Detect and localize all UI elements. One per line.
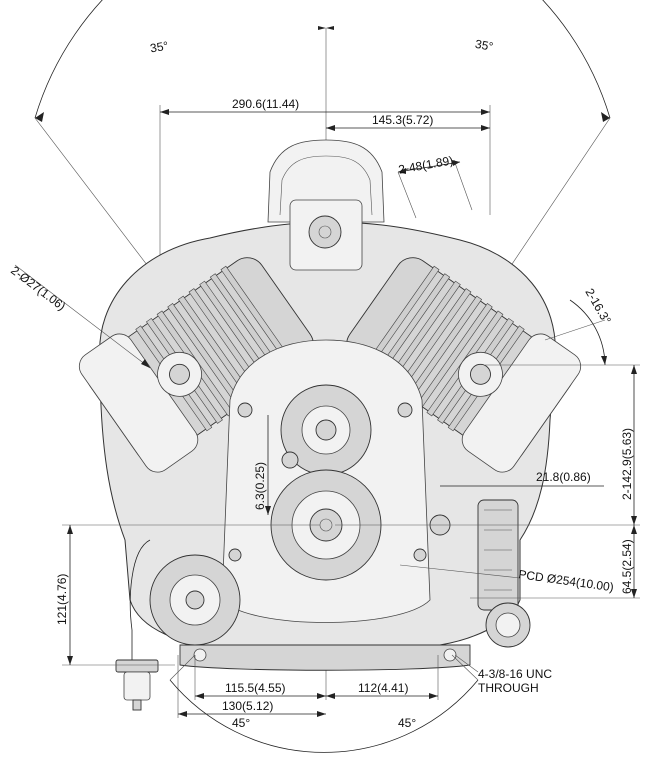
hole-leader [14,264,151,369]
overall-width-label: 290.6(11.44) [232,97,299,111]
crankcase-detail [221,339,451,623]
vertical-64-dim [470,525,640,599]
left-height-label: 121(4.76) [55,574,69,625]
right-cylinder [346,257,582,473]
right-side-parts [477,499,531,648]
vertical-142-dim [335,364,640,526]
hole-diameter-label: 2-Ø27(1.06) [8,263,68,313]
top-mount-label: 2-48(1.89) [397,153,454,176]
angle-right-bottom-label: 45° [398,716,416,730]
vertical-64-label: 64.5(2.54) [620,539,634,594]
top-mount-dim [397,159,473,219]
pcd-leader [399,564,521,579]
base-plate [179,644,471,671]
angle-left-bottom-label: 45° [232,716,250,730]
bottom-112-label: 112(4.41) [358,681,408,695]
half-width-label: 145.3(5.72) [372,113,433,127]
bottom-130-label: 130(5.12) [222,699,273,713]
thread-line1: 4-3/8-16 UNC [478,667,552,681]
thread-leader [454,654,479,673]
angle-right-top-label: 35° [474,37,495,54]
bottom-dims [169,654,479,753]
bottom-115-label: 115.5(4.55) [225,681,286,695]
left-side-parts [115,539,241,711]
overall-width-dim [159,105,491,260]
offset-6-label: 6.3(0.25) [253,462,267,510]
half-width-dim [326,125,490,131]
left-height-dim [62,524,320,666]
thread-line2: THROUGH [478,681,539,695]
cylinder-angle-label: 2-16.3° [582,286,614,327]
cylinder-angle-dim [544,299,607,366]
angle-left-top-label: 35° [149,39,169,56]
offset-21-label: 21.8(0.86) [536,470,591,484]
pcd-label: PCD Ø254(10.00) [518,567,615,594]
vertical-142-label: 2-142.9(5.63) [620,428,634,500]
